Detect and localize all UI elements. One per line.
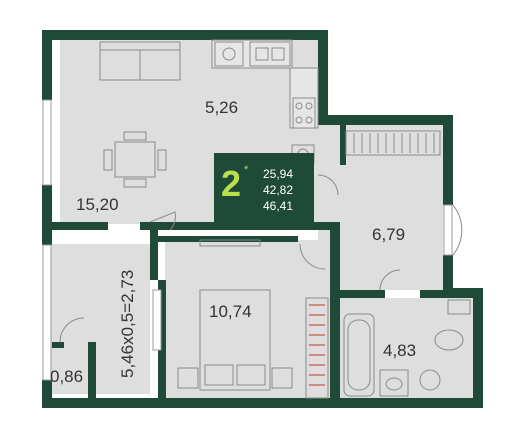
living-area: 25,94 (263, 167, 294, 181)
kitchen-fixtures (211, 39, 319, 164)
star-mark: * (244, 164, 249, 176)
windows (42, 99, 453, 381)
door-swings (59, 174, 463, 343)
total-area: 42,82 (263, 183, 294, 197)
toilet-tank-icon (447, 299, 471, 315)
sink-icon (249, 41, 291, 67)
bedroom-floor (165, 240, 340, 400)
stove-icon (214, 41, 244, 67)
room-area-living: 15,20 (76, 195, 119, 214)
floors (50, 40, 473, 400)
cooktop-icon (292, 97, 316, 129)
walls (42, 30, 483, 408)
apartment-badge: 2 * 25,94 42,82 46,41 (214, 153, 314, 223)
room-area-bath: 4,83 (383, 341, 417, 360)
bathroom-fixtures (343, 299, 471, 397)
room-count: 2 (221, 163, 242, 204)
room-area-balcony: 5,46x0,5=2,73 (118, 269, 137, 378)
balcony-floor (50, 244, 150, 394)
basin-icon (379, 369, 409, 397)
room-area-storage: 0,86 (50, 367, 84, 386)
bed (177, 239, 293, 391)
total-area-with-balcony: 46,41 (263, 199, 294, 213)
room-area-kitchen: 5,26 (205, 98, 239, 117)
wardrobe (345, 130, 441, 156)
toilet-icon (434, 329, 464, 351)
room-area-bedroom: 10,74 (209, 302, 252, 321)
bathtub-icon (343, 313, 375, 397)
bedroom-wardrobe (305, 297, 329, 399)
dining-table (103, 131, 167, 188)
sofa (99, 41, 181, 81)
bath-floor (340, 298, 473, 400)
room-area-hall: 6,79 (372, 225, 406, 244)
washing-machine-icon (419, 369, 441, 391)
